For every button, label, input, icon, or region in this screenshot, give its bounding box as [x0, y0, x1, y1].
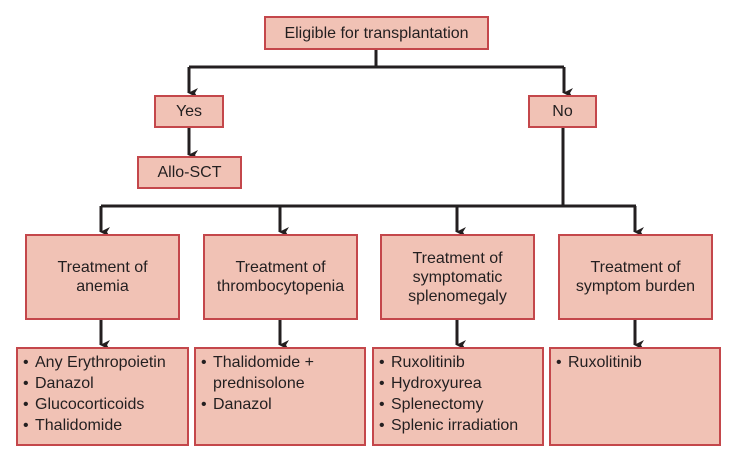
yes-label: Yes	[175, 103, 203, 120]
treatment-item: Glucocorticoids	[23, 394, 187, 415]
category-label-line: symptomatic	[412, 268, 503, 286]
category-anemia: Treatment of anemia	[25, 234, 180, 320]
allo-sct-label: Allo-SCT	[157, 164, 222, 181]
treatment-item: Thalidomide	[23, 415, 187, 436]
treatment-item-line: prednisolone	[213, 375, 305, 392]
category-label-line: Treatment of	[235, 259, 326, 276]
treatment-item: Splenic irradiation	[379, 415, 542, 436]
treatment-item: Splenectomy	[379, 394, 542, 415]
category-label-line: anemia	[76, 278, 129, 295]
category-label-line: Treatment of	[412, 249, 503, 267]
category-splenomegaly: Treatment of symptomatic splenomegaly	[380, 234, 535, 320]
category-label-line: splenomegaly	[408, 287, 507, 305]
category-thrombocytopenia: Treatment of thrombocytopenia	[203, 234, 358, 320]
treatment-item: Danazol	[201, 394, 364, 415]
treatment-list-thrombocytopenia: Thalidomide + prednisolone Danazol	[194, 347, 366, 446]
connector-no-bus	[101, 128, 636, 208]
category-label-line: symptom burden	[575, 278, 696, 295]
treatment-item: Danazol	[23, 373, 187, 394]
category-symptom-burden: Treatment of symptom burden	[558, 234, 713, 320]
category-label-line: Treatment of	[57, 259, 148, 276]
allo-sct-node: Allo-SCT	[137, 156, 242, 189]
no-node: No	[528, 95, 597, 128]
treatment-item: Thalidomide + prednisolone	[201, 352, 364, 394]
treatment-item-line: Thalidomide +	[213, 354, 314, 371]
treatment-item: Ruxolitinib	[379, 352, 542, 373]
root-node: Eligible for transplantation	[264, 16, 489, 50]
connector-root-split	[189, 49, 564, 69]
no-label: No	[552, 103, 573, 120]
treatment-list-splenomegaly: Ruxolitinib Hydroxyurea Splenectomy Sple…	[372, 347, 544, 446]
treatment-list-anemia: Any Erythropoietin Danazol Glucocorticoi…	[16, 347, 189, 446]
root-label: Eligible for transplantation	[284, 24, 469, 42]
treatment-item: Hydroxyurea	[379, 373, 542, 394]
yes-node: Yes	[154, 95, 224, 128]
category-label-line: thrombocytopenia	[216, 278, 345, 295]
treatment-item: Any Erythropoietin	[23, 352, 187, 373]
category-label-line: Treatment of	[590, 259, 681, 276]
treatment-item: Ruxolitinib	[556, 352, 719, 373]
treatment-list-symptom-burden: Ruxolitinib	[549, 347, 721, 446]
